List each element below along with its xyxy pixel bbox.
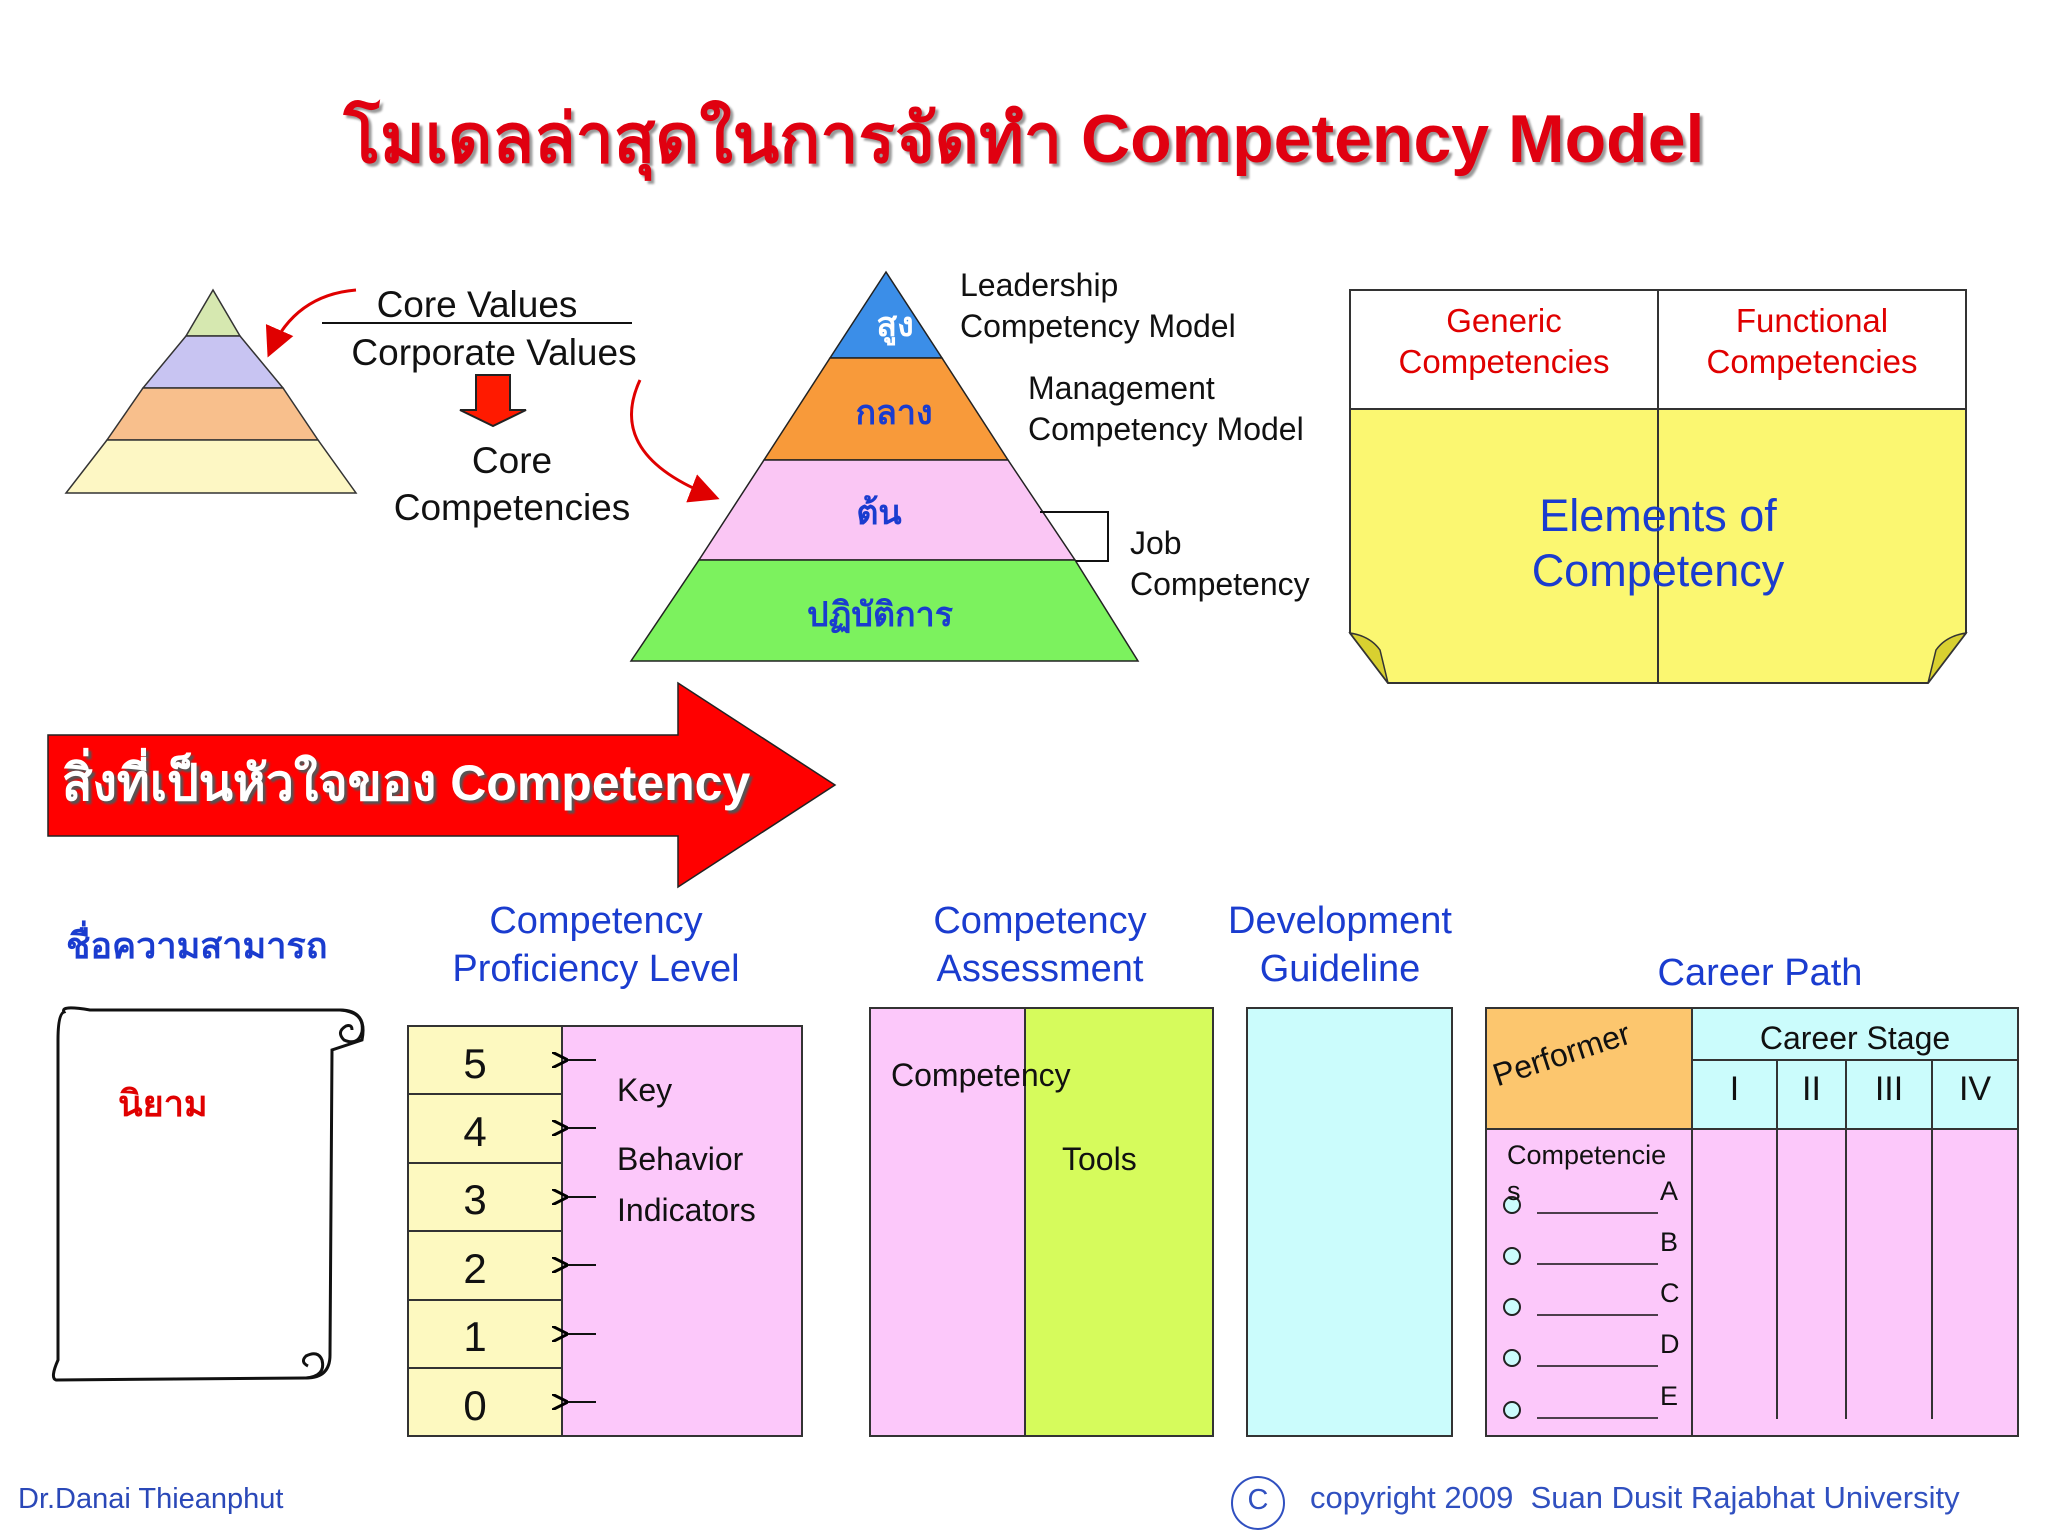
assessment-title-1: Competency bbox=[933, 900, 1147, 942]
core-values-pyramid bbox=[64, 288, 358, 494]
management-label-2: Competency Model bbox=[1028, 411, 1304, 447]
bullet-d bbox=[1503, 1349, 1521, 1367]
assessment-title-2: Assessment bbox=[936, 948, 1144, 990]
competency-item-e: E bbox=[1660, 1381, 1679, 1411]
performer-cell bbox=[1485, 1007, 1693, 1130]
indicator-label-2: Behavior bbox=[617, 1141, 744, 1177]
pyramid-layer-1 bbox=[184, 288, 242, 337]
down-arrow-icon bbox=[459, 374, 527, 428]
assessment-competency-panel bbox=[869, 1007, 1026, 1437]
proficiency-title-2: Proficiency Level bbox=[452, 948, 740, 990]
core-label: Core bbox=[471, 440, 553, 481]
right-curl bbox=[1927, 631, 1968, 684]
copyright-text: copyright 2009 Suan Dusit Rajabhat Unive… bbox=[1310, 1480, 1960, 1515]
bullet-b bbox=[1503, 1247, 1521, 1265]
banner-english: Competency bbox=[450, 755, 751, 811]
generic-label-1: Generic bbox=[1446, 302, 1562, 339]
level-label-middle: กลาง bbox=[855, 393, 933, 433]
level-label-high: สูง bbox=[876, 305, 914, 345]
copyright-symbol: C bbox=[1247, 1484, 1269, 1516]
competency-level-pyramid bbox=[629, 270, 1140, 662]
level-number-1: 1 bbox=[463, 1313, 487, 1360]
competency-item-b: B bbox=[1660, 1227, 1679, 1257]
level-number-5: 5 bbox=[463, 1040, 487, 1087]
core-competencies-label: Competencies bbox=[393, 487, 631, 528]
banner-thai: สิ่งที่เป็นหัวใจของ bbox=[62, 754, 437, 812]
bullet-e bbox=[1503, 1401, 1521, 1419]
level-label-beginner: ต้น bbox=[856, 493, 902, 533]
scroll-bottom-curl bbox=[301, 1352, 325, 1380]
competencies-label-2: s bbox=[1507, 1176, 1521, 1206]
career-path-title: Career Path bbox=[1657, 952, 1863, 994]
competency-banner-arrow bbox=[47, 681, 837, 889]
left-curl bbox=[1348, 631, 1389, 684]
curved-arrow-to-main-pyramid bbox=[630, 379, 720, 503]
assessment-tools-panel bbox=[1024, 1007, 1214, 1437]
management-label-1: Management bbox=[1028, 370, 1215, 406]
core-values-label: Core Values bbox=[376, 284, 578, 325]
level-number-3: 3 bbox=[463, 1176, 487, 1223]
curved-arrow-to-small-pyramid bbox=[265, 288, 357, 358]
leadership-label-1: Leadership bbox=[960, 267, 1119, 303]
stage-label-3: III bbox=[1874, 1070, 1904, 1108]
competency-item-d: D bbox=[1660, 1329, 1680, 1359]
page-title-thai: โมเดลล่าสุดในการจัดทำ bbox=[343, 100, 1063, 179]
functional-label-2: Competencies bbox=[1706, 343, 1918, 380]
elements-of-competency-box bbox=[1348, 289, 1968, 684]
pyramid-layer-2 bbox=[141, 335, 285, 389]
indicator-label-1: Key bbox=[617, 1072, 673, 1108]
author-credit: Dr.Danai Thieanphut bbox=[18, 1483, 284, 1515]
proficiency-title-1: Competency bbox=[489, 900, 703, 942]
copyright-icon bbox=[1231, 1476, 1285, 1530]
functional-label-1: Functional bbox=[1735, 302, 1889, 339]
level-label-operational: ปฏิบัติการ bbox=[806, 595, 953, 635]
scroll-body bbox=[51, 1006, 365, 1382]
assessment-tools-label: Tools bbox=[1062, 1141, 1137, 1177]
indicator-label-3: Indicators bbox=[617, 1192, 756, 1228]
elements-center-1: Elements of bbox=[1539, 490, 1777, 541]
development-title-2: Guideline bbox=[1259, 948, 1421, 990]
competencies-label-1: Competencie bbox=[1507, 1140, 1667, 1170]
career-stage-label: Career Stage bbox=[1759, 1020, 1951, 1056]
level-number-0: 0 bbox=[463, 1382, 487, 1429]
proficiency-table bbox=[407, 1025, 803, 1437]
pyramid-layer-3 bbox=[105, 387, 320, 441]
job-label-1: Job bbox=[1130, 525, 1182, 561]
assessment-competency-label: Competency bbox=[891, 1057, 1071, 1093]
development-panel bbox=[1246, 1007, 1453, 1437]
stage-label-4: IV bbox=[1958, 1070, 1992, 1108]
level-number-2: 2 bbox=[463, 1245, 487, 1292]
page-title: โมเดลล่าสุดในการจัดทำ Competency Model bbox=[0, 100, 2048, 179]
banner-text: สิ่งที่เป็นหัวใจของ Competency bbox=[62, 754, 751, 813]
competency-bullets bbox=[1503, 1196, 1658, 1419]
stage-label-1: I bbox=[1729, 1070, 1740, 1108]
definition-scroll bbox=[51, 1006, 365, 1382]
career-path-table bbox=[1485, 1007, 2019, 1437]
competency-item-c: C bbox=[1660, 1278, 1680, 1308]
leadership-label-2: Competency Model bbox=[960, 308, 1236, 344]
bullet-c bbox=[1503, 1298, 1521, 1316]
indicator-panel bbox=[561, 1025, 803, 1437]
job-competency-bracket bbox=[1040, 511, 1109, 562]
elements-center-2: Competency bbox=[1531, 545, 1785, 596]
page-title-english: Competency Model bbox=[1081, 101, 1705, 177]
competency-name-title: ชื่อความสามารถ bbox=[66, 926, 328, 967]
career-stage-header bbox=[1691, 1007, 2019, 1130]
development-title-1: Development bbox=[1228, 900, 1452, 942]
definition-label: นิยาม bbox=[118, 1084, 208, 1125]
corporate-values-label: Corporate Values bbox=[351, 332, 637, 373]
scroll-top-curl bbox=[339, 1008, 364, 1044]
generic-label-2: Competencies bbox=[1398, 343, 1610, 380]
stage-label-2: II bbox=[1802, 1070, 1821, 1108]
job-label-2: Competency bbox=[1130, 566, 1310, 602]
pyramid-layer-4 bbox=[64, 439, 358, 494]
level-number-4: 4 bbox=[463, 1108, 487, 1155]
competency-item-a: A bbox=[1660, 1176, 1679, 1206]
pyramid-level-operational bbox=[629, 559, 1140, 662]
bullet-a bbox=[1503, 1196, 1521, 1214]
